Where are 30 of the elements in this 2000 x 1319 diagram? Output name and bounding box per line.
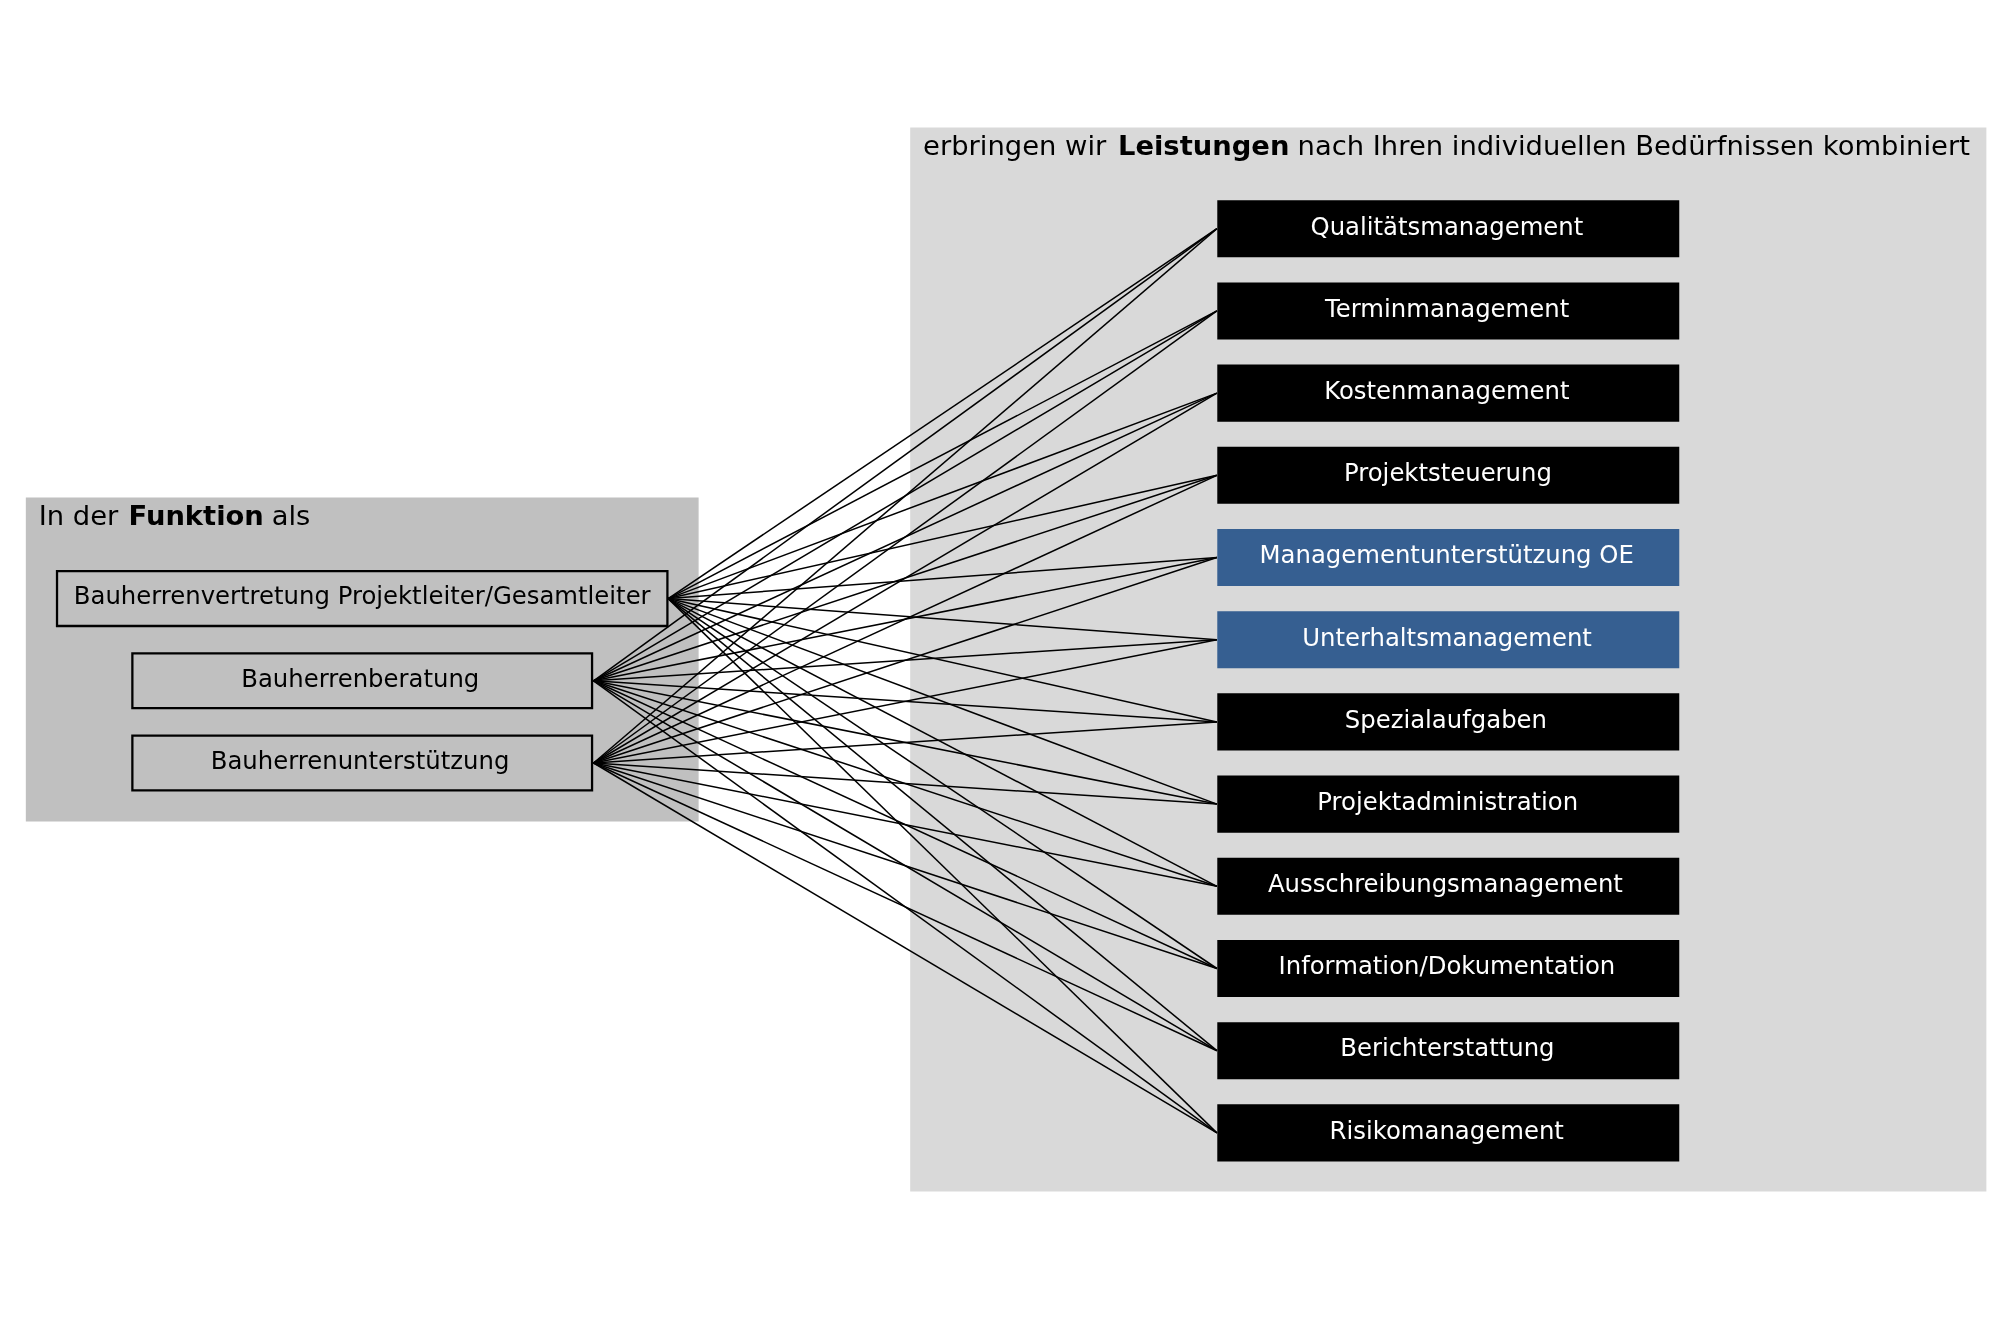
node-box: Projektadministration: [1217, 775, 1680, 833]
connector: [592, 762, 1218, 970]
node-box: Berichterstattung: [1217, 1022, 1680, 1080]
node-box: Bauherrenvertretung Projektleiter/Gesamtleiter: [55, 570, 669, 628]
node-box: Terminmanagement: [1217, 282, 1680, 340]
node-box: Spezialaufgaben: [1217, 693, 1680, 751]
node-box: Kostenmanagement: [1217, 364, 1680, 422]
node-box: Information/Dokumentation: [1217, 939, 1680, 998]
connector: [592, 680, 1218, 1134]
connector: [592, 762, 1218, 1134]
node-box: Bauherrenunterstützung: [131, 734, 594, 792]
node-box: Ausschreibungsmanagement: [1217, 857, 1680, 915]
connector: [592, 310, 1218, 682]
connector: [592, 310, 1218, 764]
connector: [592, 680, 1218, 970]
node-box: Managementunterstützung OE: [1217, 529, 1680, 587]
node-box: Risikomanagement: [1217, 1104, 1680, 1162]
connector: [592, 680, 1218, 1052]
node-box: Projektsteuerung: [1217, 446, 1680, 504]
connector: [592, 762, 1218, 1052]
node-box: Bauherrenberatung: [131, 652, 594, 710]
connector: [592, 227, 1218, 682]
connector: [592, 227, 1218, 764]
connector: [592, 392, 1218, 682]
connector: [667, 227, 1218, 600]
connector: [667, 597, 1218, 1052]
node-box: Unterhaltsmanagement: [1217, 611, 1680, 669]
node-box: Qualitätsmanagement: [1217, 200, 1680, 258]
connector: [667, 597, 1218, 1134]
connector: [592, 392, 1218, 764]
